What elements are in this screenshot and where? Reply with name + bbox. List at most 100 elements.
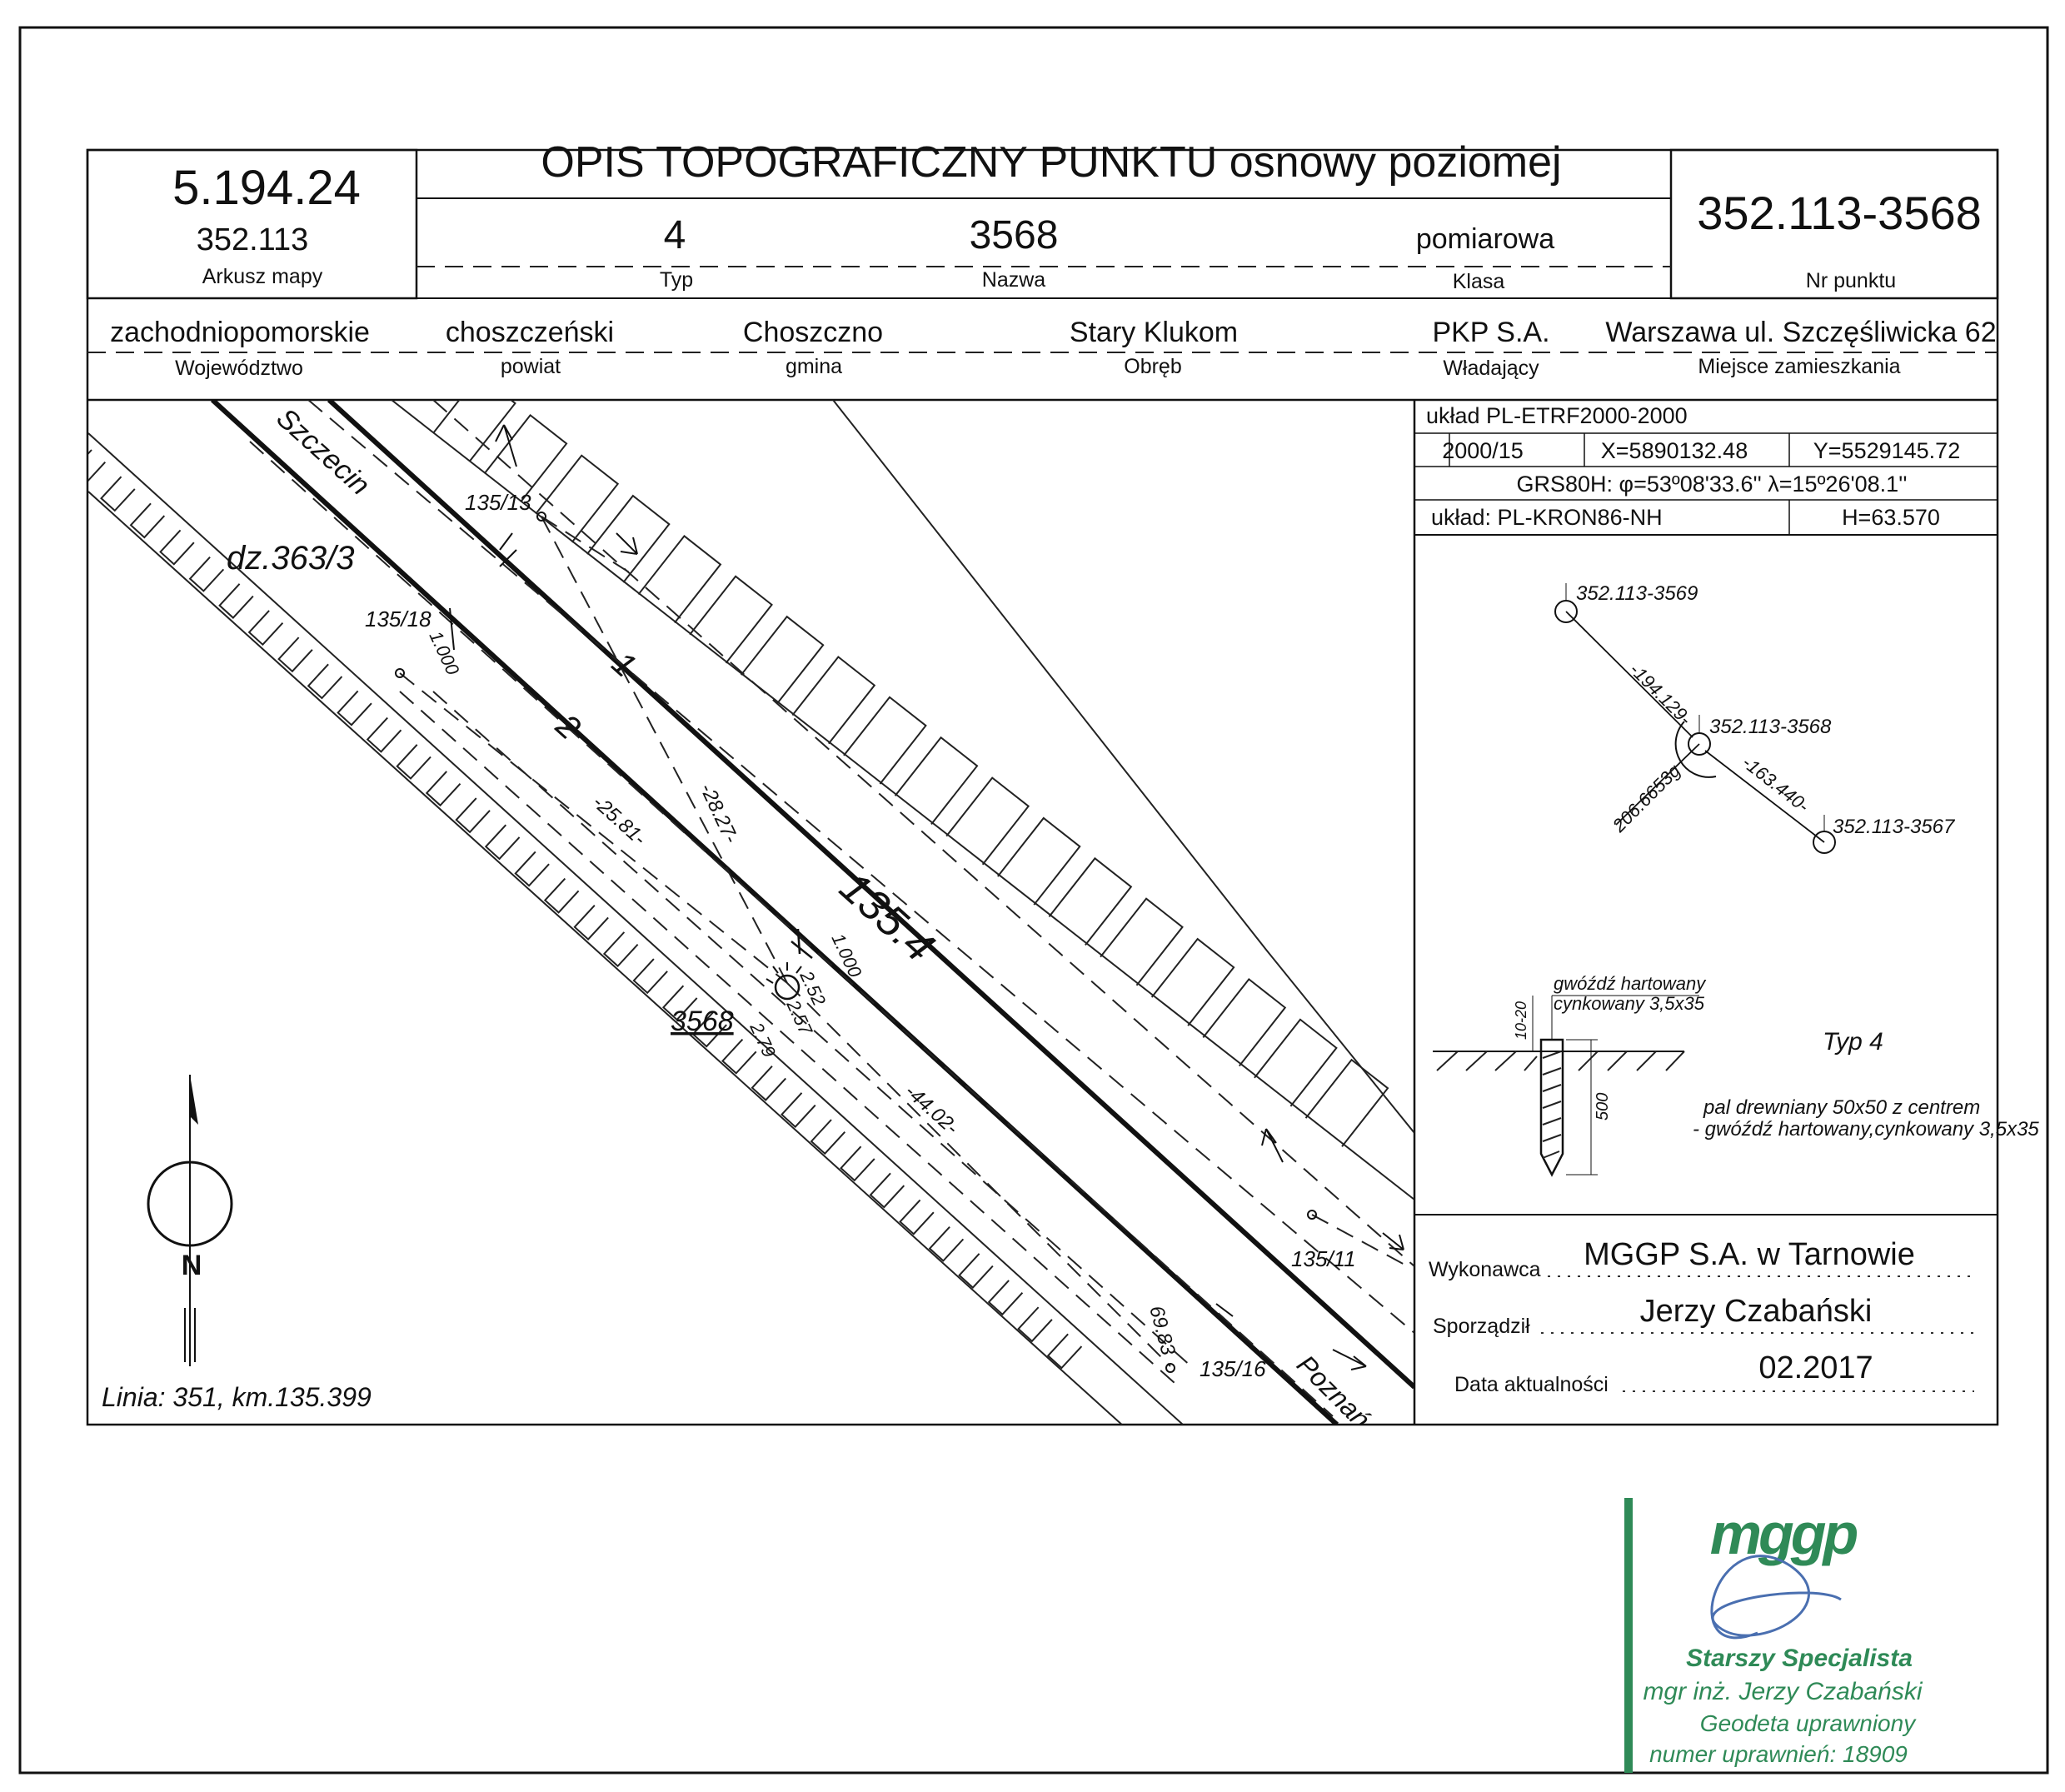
depth: 500 [1594, 1093, 1612, 1121]
embankment-hatch [928, 1225, 965, 1262]
signature [1710, 1555, 1842, 1640]
embankment-hatch [88, 449, 107, 482]
dashed-line [541, 516, 788, 984]
precinct-label: Obręb [1124, 355, 1181, 378]
arrow [1382, 1232, 1404, 1250]
embankment-hatch [1304, 1058, 1389, 1147]
embankment-sw-edge [88, 432, 1184, 1425]
pole-135-13 [536, 512, 546, 522]
contractor-label: Wykonawca [1429, 1258, 1541, 1281]
embankment-hatch [945, 776, 1030, 866]
marker-description-2: - gwóźdź hartowany,cynkowany 3,5x35 [1693, 1118, 2039, 1141]
embankment-hatch [247, 610, 284, 646]
contractor-value: MGGP S.A. w Tarnowie [1584, 1237, 1915, 1272]
embankment-hatch [810, 1119, 846, 1156]
dashed-line [1311, 1214, 1409, 1267]
embankment-hatch [188, 556, 225, 592]
embankment-hatch [661, 985, 698, 1021]
class-value: pomiarowa [1416, 223, 1554, 255]
embankment-hatch [987, 1280, 1024, 1316]
coord-zone: 2000/15 [1442, 438, 1524, 463]
dashed-line [399, 691, 1175, 1384]
location-sketch: Szczecin Poznań dz.363/3 1 2 135.4 3568 … [88, 400, 1414, 1425]
embankment-hatch [840, 1146, 875, 1182]
embankment-hatch [958, 1253, 994, 1289]
type-label: Typ [660, 268, 693, 292]
dashed-line [249, 441, 1334, 1417]
track-1 [327, 400, 1414, 1390]
embankment-hatch [337, 690, 372, 726]
embankment-hatch [632, 958, 668, 995]
outer-frame [18, 26, 2049, 1775]
district-label: powiat [501, 355, 561, 378]
arrow [616, 532, 638, 555]
point-number: 352.113-3568 [1697, 187, 1982, 239]
embankment-hatch [602, 931, 639, 968]
nail-label-2: cynkowany 3,5x35 [1554, 993, 1705, 1014]
stamp-line-1: Starszy Specjalista [1686, 1645, 1913, 1672]
embankment-hatch [573, 905, 609, 941]
voivodeship-value: zachodniopomorskie [110, 317, 370, 348]
embankment-hatch [751, 1066, 786, 1101]
distance-label: -25.81- [588, 791, 651, 850]
pole-135-18-label: 135/18 [365, 606, 431, 631]
embankment-hatch [894, 736, 979, 825]
embankment-hatch [1150, 937, 1235, 1026]
depth-top: 10-20 [1513, 1001, 1529, 1040]
marker-type: Typ 4 [1823, 1028, 1883, 1056]
wooden-pile [1539, 1038, 1564, 1177]
embankment-hatch [535, 454, 620, 543]
embankment-hatch [781, 1092, 816, 1128]
embankment-hatch [277, 636, 313, 673]
point-number-label: Nr punktu [1806, 269, 1896, 292]
date-value: 02.2017 [1758, 1350, 1873, 1385]
point-name-label: 3568 [671, 1006, 734, 1037]
height-system: układ: PL-KRON86-NH [1431, 505, 1663, 530]
owner-value: PKP S.A. [1432, 317, 1549, 348]
embankment-hatch [396, 744, 431, 780]
marker-detail: gwóźdź hartowany cynkowany 3,5x35 10-20 … [1433, 973, 2039, 1177]
embankment-hatch [455, 797, 491, 834]
embankment-hatch [843, 696, 927, 785]
km-marker-tick [796, 928, 801, 955]
residence-label: Miejsce zamieszkania [1698, 355, 1900, 378]
name-value: 3568 [970, 213, 1059, 257]
embankment-hatch [721, 1038, 757, 1075]
embankment-hatch [869, 1172, 905, 1209]
type-value: 4 [664, 213, 686, 257]
pole-135-11 [1307, 1210, 1317, 1220]
direction-west: Szczecin [271, 402, 377, 502]
embankment-hatch [307, 663, 343, 700]
embankment-hatch [218, 583, 254, 619]
distance-label: -28.27- [696, 780, 743, 846]
commune-value: Choszczno [743, 317, 883, 348]
page-title: OPIS TOPOGRAFICZNY PUNKTU osnowy poziome… [541, 138, 1561, 187]
embankment-hatch [425, 771, 461, 807]
arrow [495, 424, 517, 467]
surveyor-stamp: mggp Starszy Specjalista mgr inż. Jerzy … [1624, 1498, 1923, 1773]
network-diagram: 352.113-3569 352.113-3568 352.113-3567 -… [1554, 582, 1956, 854]
precinct-value: Stary Klukom [1070, 317, 1238, 348]
arrow [1261, 1128, 1284, 1163]
distance-label: 69.83 [1145, 1304, 1180, 1359]
stamp-logo: mggp [1710, 1501, 1858, 1566]
nail-label-1: gwóźdź hartowany [1554, 973, 1707, 994]
network-distance-a: -194.129- [1625, 659, 1695, 729]
offset-label-b: 1.000 [827, 931, 865, 981]
height-value: H=63.570 [1842, 505, 1940, 530]
pole-135-11-label: 135/11 [1291, 1246, 1356, 1271]
form-frame [86, 148, 1999, 1426]
author-label: Sporządził [1433, 1315, 1530, 1338]
embankment-hatch [1202, 977, 1287, 1067]
survey-point-rays [766, 962, 802, 984]
pole-135-13-label: 135/13 [465, 490, 531, 515]
embankment-hatch [484, 824, 521, 861]
stamp-line-2: mgr inż. Jerzy Czabański [1643, 1678, 1923, 1705]
tick [499, 532, 513, 551]
class-label: Klasa [1453, 270, 1505, 293]
embankment-hatch [1100, 897, 1184, 986]
dashed-line [786, 982, 1171, 1367]
network-angle: 206.6653g [1608, 760, 1684, 836]
embankment-hatch [100, 476, 136, 512]
